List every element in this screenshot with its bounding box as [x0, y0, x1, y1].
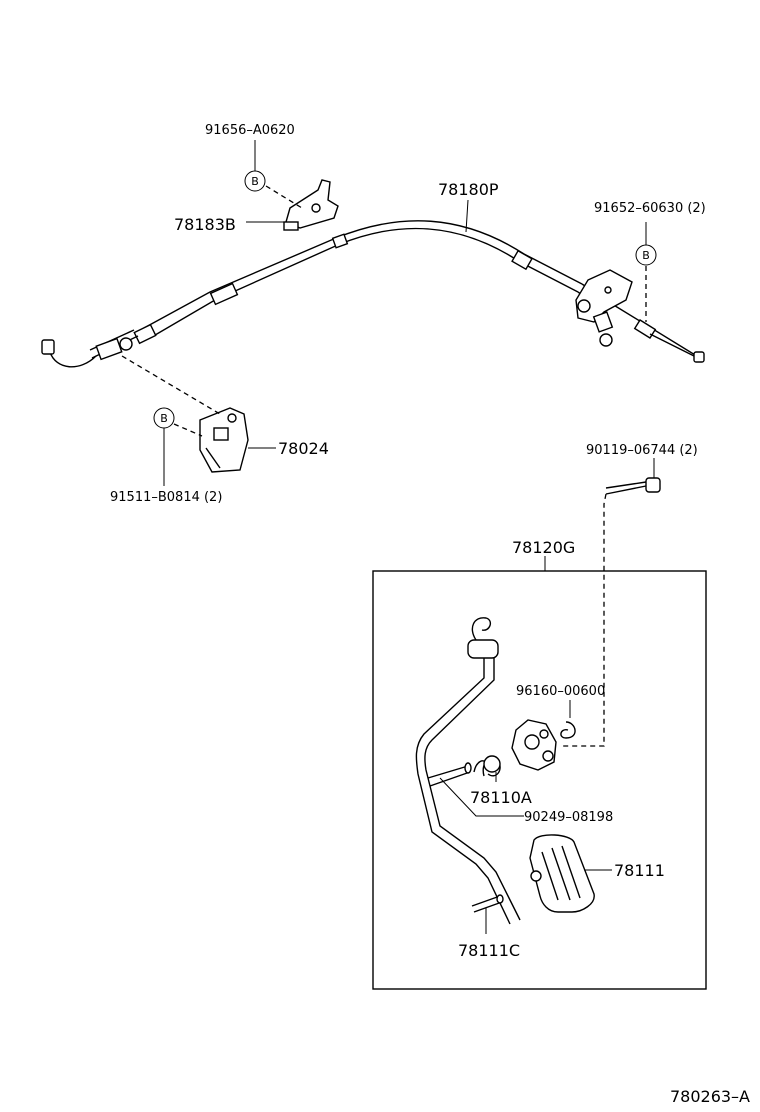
bracket-78183b	[283, 179, 339, 231]
svg-text:B: B	[642, 249, 650, 262]
label-91652-60630: 91652–60630 (2)	[594, 201, 706, 216]
pedal-assembly-box	[372, 570, 707, 990]
label-78111: 78111	[614, 861, 665, 880]
bracket-cable-end	[575, 269, 633, 347]
label-78183b: 78183B	[174, 215, 236, 234]
roll-pin-78111c	[471, 894, 504, 913]
bolt-marker-91511: B	[153, 407, 175, 429]
label-78111c: 78111C	[458, 941, 520, 960]
bracket-78024	[199, 407, 249, 473]
pivot-cam	[511, 719, 557, 771]
label-90249-08198: 90249–08198	[524, 810, 613, 825]
label-78120g: 78120G	[512, 538, 575, 557]
spring-78110a	[473, 755, 501, 777]
install-line-91656	[265, 185, 303, 209]
bolt-marker-91652: B	[635, 244, 657, 266]
label-91511-b0814: 91511–B0814 (2)	[110, 490, 222, 505]
label-90119-06744: 90119–06744 (2)	[586, 443, 698, 458]
label-78024: 78024	[278, 439, 329, 458]
install-line-91511	[173, 423, 203, 437]
bolt-marker-91656: B	[244, 170, 266, 192]
label-91656-a0620: 91656–A0620	[205, 123, 295, 138]
label-96160-00600: 96160–00600	[516, 684, 605, 699]
install-line-90119	[560, 493, 607, 747]
leader-90249	[439, 777, 524, 817]
label-78110a: 78110A	[470, 788, 532, 807]
leader-78180p	[465, 199, 469, 233]
pedal-pad-78111	[529, 834, 595, 913]
bolt-90119	[605, 477, 661, 495]
pedal-arm	[415, 617, 521, 925]
svg-text:B: B	[160, 412, 168, 425]
diagram-code: 780263–A	[670, 1087, 750, 1106]
svg-text:B: B	[251, 175, 259, 188]
pin-90249	[427, 762, 472, 787]
clip-96160	[560, 721, 576, 739]
label-78180p: 78180P	[438, 180, 499, 199]
install-line-78024	[121, 355, 221, 415]
